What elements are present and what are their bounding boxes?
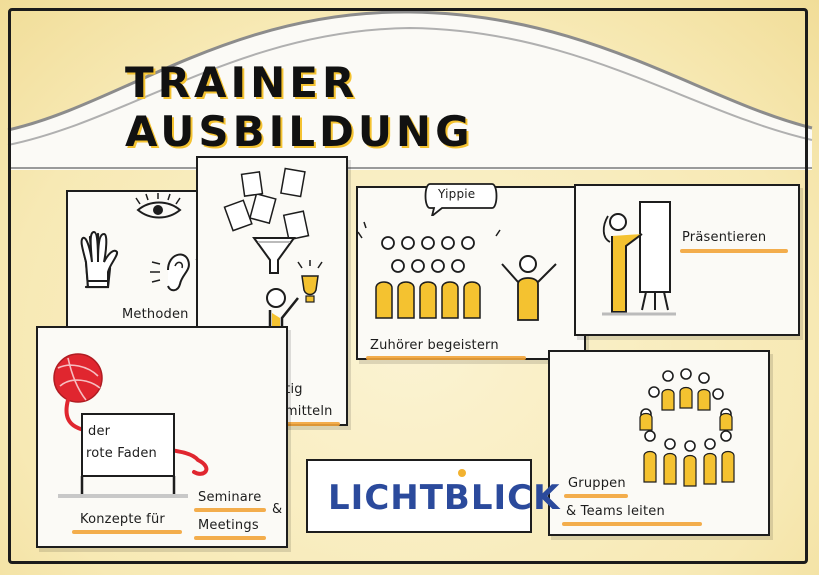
group-bodies <box>639 386 735 487</box>
zuhoerer-underline <box>366 356 526 360</box>
card-praesentieren: Präsentieren <box>574 184 800 336</box>
roter-faden-illustration <box>53 353 209 498</box>
gruppen-label-2: & Teams leiten <box>566 504 665 519</box>
card-roter-faden: der rote Faden Konzepte für Seminare & M… <box>36 326 288 548</box>
konzepte-underline <box>72 530 182 534</box>
gruppen-underline-2 <box>562 522 702 526</box>
zuhoerer-label: Zuhörer begeistern <box>370 338 499 353</box>
logo-text: LICHTBLICK <box>328 478 561 518</box>
sign-board <box>81 413 175 477</box>
funnel-icon <box>252 237 296 274</box>
trophy-icon <box>297 260 323 303</box>
title-text: TRAINER AUSBILDUNG <box>125 58 474 156</box>
card-gruppen: Gruppen & Teams leiten <box>548 350 770 536</box>
group-illustration <box>639 368 735 487</box>
seminare-underline <box>194 508 266 512</box>
yippie-text: Yippie <box>438 187 476 201</box>
meetings-underline <box>194 536 266 540</box>
yarn-ball-icon <box>53 353 103 403</box>
presenter-illustration <box>602 201 676 316</box>
seminare-label: Seminare <box>198 490 262 505</box>
lichtblick-logo: LICHTBLICK <box>306 459 559 533</box>
card-zuhoerer: Zuhörer begeistern <box>356 186 586 360</box>
meetings-label: Meetings <box>198 518 259 533</box>
flipchart-icon <box>639 201 671 311</box>
praesentieren-label: Präsentieren <box>682 230 767 245</box>
hand-icon <box>80 230 119 289</box>
page-title: TRAINER AUSBILDUNG <box>125 38 725 156</box>
amp-label: & <box>272 502 283 517</box>
gruppen-label-1: Gruppen <box>568 476 626 491</box>
audience-illustration <box>358 221 557 321</box>
group-heads-icon <box>640 368 732 452</box>
poster-frame <box>8 8 808 564</box>
faden-label-1: der <box>88 424 111 439</box>
presenter-icon <box>602 213 643 313</box>
ear-icon <box>150 253 204 292</box>
card-methoden: Methoden <box>66 190 214 336</box>
logo-dot <box>458 469 466 477</box>
speaker-icon <box>501 255 557 321</box>
audience-icon <box>381 236 475 273</box>
speech-bubble <box>424 183 498 216</box>
methoden-icons <box>80 193 204 292</box>
document-icon <box>223 167 310 241</box>
gruppen-underline-1 <box>564 494 628 498</box>
konzepte-label: Konzepte für <box>80 512 165 527</box>
praesentieren-underline <box>680 249 788 253</box>
eye-icon <box>135 193 182 219</box>
faden-label-2: rote Faden <box>86 446 157 461</box>
audience-bodies <box>375 281 481 319</box>
methoden-label: Methoden <box>122 307 189 322</box>
